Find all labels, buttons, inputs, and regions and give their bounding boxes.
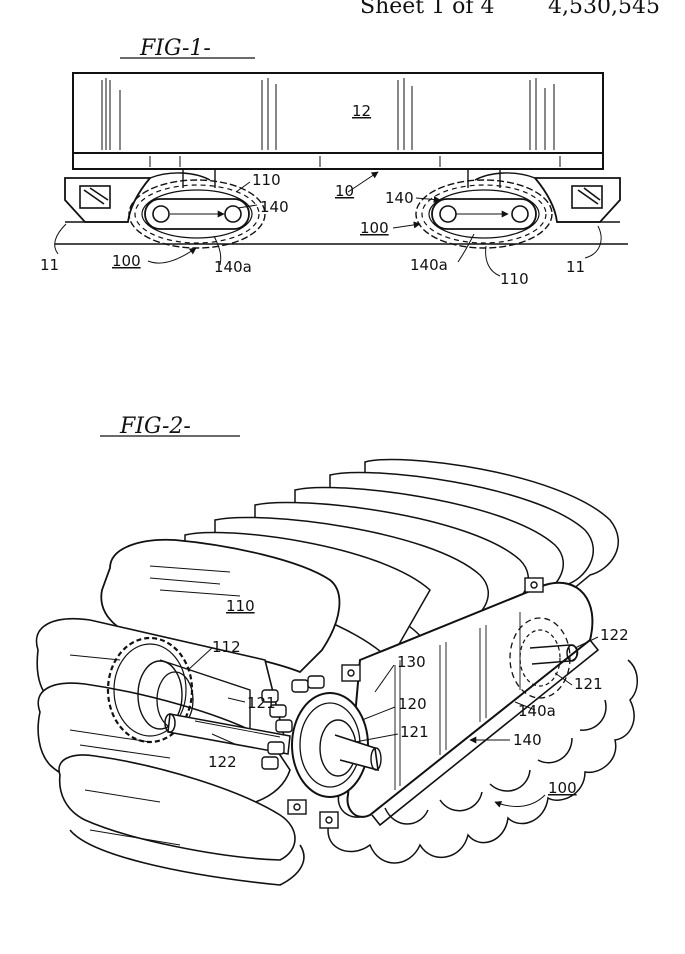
label-100: 100 xyxy=(548,779,577,797)
label-right-11: 11 xyxy=(566,258,585,276)
left-axle xyxy=(164,713,291,755)
right-tube-ends xyxy=(327,659,638,864)
label-left-100: 100 xyxy=(112,252,141,270)
label-140a: 140a xyxy=(518,702,556,720)
label-right-100: 100 xyxy=(360,219,389,237)
figure-1-labels: 12 110 140 10 140 100 100 140a 140a 110 … xyxy=(40,102,585,288)
label-right-110: 110 xyxy=(500,270,529,288)
label-right-140a: 140a xyxy=(410,256,448,274)
label-left-11: 11 xyxy=(40,256,59,274)
label-left-110: 110 xyxy=(252,171,281,189)
left-fender xyxy=(64,172,211,223)
lower-tubes xyxy=(35,618,305,886)
right-wheel-unit xyxy=(415,179,553,249)
label-121-right: 121 xyxy=(574,675,603,693)
figure-2-title: FIG-2- xyxy=(119,414,191,439)
figure-2-leaders xyxy=(187,636,599,808)
figure-1: FIG-1- xyxy=(40,36,628,288)
side-frame-plate xyxy=(346,581,600,827)
label-12: 12 xyxy=(352,102,371,120)
right-fender xyxy=(474,172,621,223)
label-left-140: 140 xyxy=(260,198,289,216)
label-140: 140 xyxy=(513,731,542,749)
label-112: 112 xyxy=(212,638,241,656)
label-122-left: 122 xyxy=(208,753,237,771)
label-left-140a: 140a xyxy=(214,258,252,276)
center-hub xyxy=(291,692,382,798)
support-posts xyxy=(182,169,501,188)
left-wheel-unit xyxy=(128,179,266,249)
label-130: 130 xyxy=(397,653,426,671)
figure-1-leaders xyxy=(54,171,602,277)
label-10: 10 xyxy=(335,182,354,200)
sheet-number: Sheet 1 of 4 xyxy=(360,0,495,19)
label-right-140: 140 xyxy=(385,189,414,207)
vehicle-body xyxy=(72,72,604,170)
label-121-left: 121 xyxy=(247,694,276,712)
label-110: 110 xyxy=(226,597,255,615)
label-121-center: 121 xyxy=(400,723,429,741)
drive-chain xyxy=(261,675,325,770)
label-120: 120 xyxy=(398,695,427,713)
figure-2-labels: 110 112 121 122 130 120 121 122 121 140a… xyxy=(208,597,629,797)
patent-number: 4,530,545 xyxy=(548,0,660,19)
figure-2: FIG-2- xyxy=(35,414,638,886)
figure-1-title: FIG-1- xyxy=(139,36,211,61)
label-122-right: 122 xyxy=(600,626,629,644)
mounting-brackets xyxy=(287,577,544,829)
